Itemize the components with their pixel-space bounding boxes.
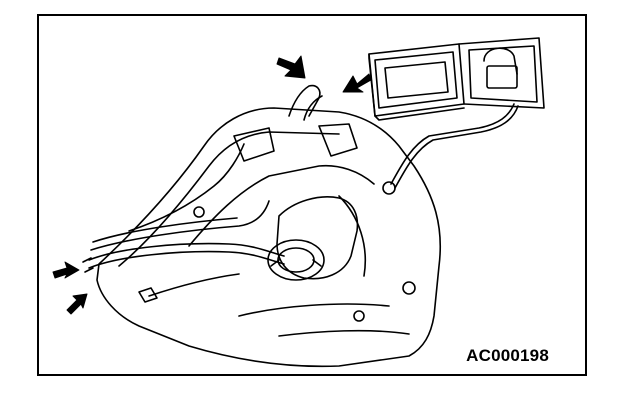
- figure-frame: AC000198: [37, 14, 587, 376]
- arrow-icon: [342, 73, 372, 93]
- figure-id-label: AC000198: [466, 346, 549, 365]
- fuel-line: [88, 242, 285, 261]
- arrow-icon: [66, 293, 88, 315]
- arrow-icon: [52, 261, 80, 279]
- harness-line: [390, 103, 515, 185]
- tank-body: [96, 107, 442, 368]
- arrow-icon: [276, 55, 306, 79]
- pump-housing: [276, 196, 359, 280]
- fuel-tank-illustration: [52, 37, 545, 368]
- component-box: [368, 37, 545, 121]
